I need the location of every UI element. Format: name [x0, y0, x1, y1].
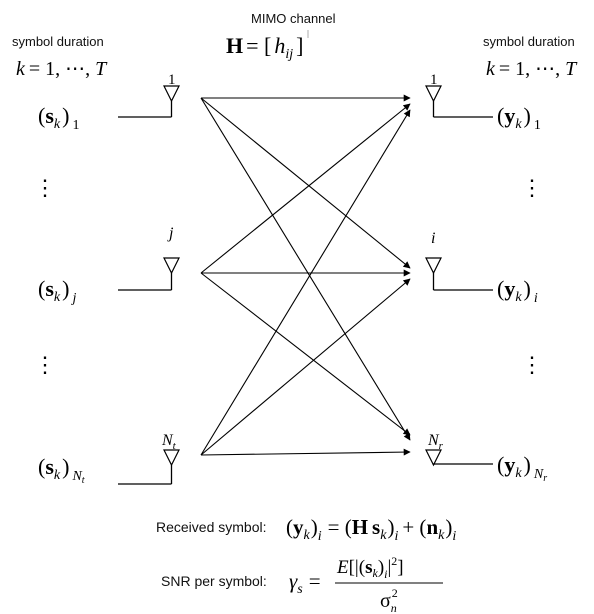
rx-antenna-label: Nr — [427, 432, 444, 452]
tx-ellipsis: ⋮ — [34, 352, 56, 377]
channel-arrow — [200, 272, 411, 436]
rx-ellipsis: ⋮ — [521, 352, 543, 377]
tx-antenna-label: Nt — [161, 432, 177, 452]
tx-ellipsis: ⋮ — [34, 175, 56, 200]
rx-antenna-i: i (yk)i — [425, 230, 538, 306]
received-label: Received symbol: — [156, 519, 267, 535]
channel-arrow — [200, 109, 411, 456]
rx-ellipsis: ⋮ — [521, 175, 543, 200]
tx-antenna-label: j — [167, 225, 174, 242]
antenna-icon — [163, 449, 180, 467]
channel-arrow — [200, 103, 411, 274]
antenna-icon — [425, 449, 442, 467]
channel-matrix-eq: H= [hij] — [226, 33, 303, 62]
snr-gamma: γs= — [289, 569, 321, 597]
channel-arrow — [200, 278, 411, 456]
rx-symbol: (yk)Nr — [497, 452, 547, 484]
channel-arrow — [200, 97, 411, 269]
antenna-icon — [425, 257, 442, 275]
snr-label: SNR per symbol: — [161, 573, 267, 589]
antenna-icon — [425, 85, 442, 103]
tx-antenna-Nt: Nt (sk)Nt — [38, 432, 180, 486]
snr-numerator: E[|(sk)i|2] — [336, 554, 404, 581]
left-caption: symbol duration — [12, 34, 104, 49]
channel-arrows — [200, 94, 411, 456]
channel-arrow — [200, 448, 411, 456]
rx-symbol: (yk)1 — [497, 103, 541, 133]
matrix-close: ] — [296, 33, 303, 58]
matrix-entry-h: h — [274, 33, 285, 58]
matrix-entry-sub: ij — [285, 47, 293, 62]
channel-arrow — [200, 97, 411, 441]
tx-symbol: (sk)j — [38, 276, 76, 306]
rx-antenna-Nr: Nr (yk)Nr — [425, 432, 547, 484]
rx-antenna-label: i — [431, 230, 435, 247]
rx-symbol: (yk)i — [497, 276, 538, 306]
rx-antenna-1: 1 (yk)1 — [425, 72, 541, 133]
rx-antenna-label: 1 — [430, 72, 438, 88]
matrix-H: H — [226, 33, 243, 58]
tx-symbol: (sk)1 — [38, 103, 79, 133]
antenna-icon — [163, 257, 180, 275]
right-duration: k= 1, ⋯, T — [486, 58, 578, 80]
right-caption: symbol duration — [483, 34, 575, 49]
tx-antenna-j: j (sk)j — [38, 225, 180, 306]
tx-antenna-label: 1 — [168, 72, 176, 88]
channel-title: MIMO channel — [251, 11, 336, 26]
left-duration: k= 1, ⋯, T — [16, 58, 108, 80]
tx-symbol: (sk)Nt — [38, 454, 85, 486]
tx-antenna-1: 1 (sk)1 — [38, 72, 180, 133]
matrix-eq-open: = [ — [246, 33, 271, 58]
antenna-icon — [163, 85, 180, 103]
